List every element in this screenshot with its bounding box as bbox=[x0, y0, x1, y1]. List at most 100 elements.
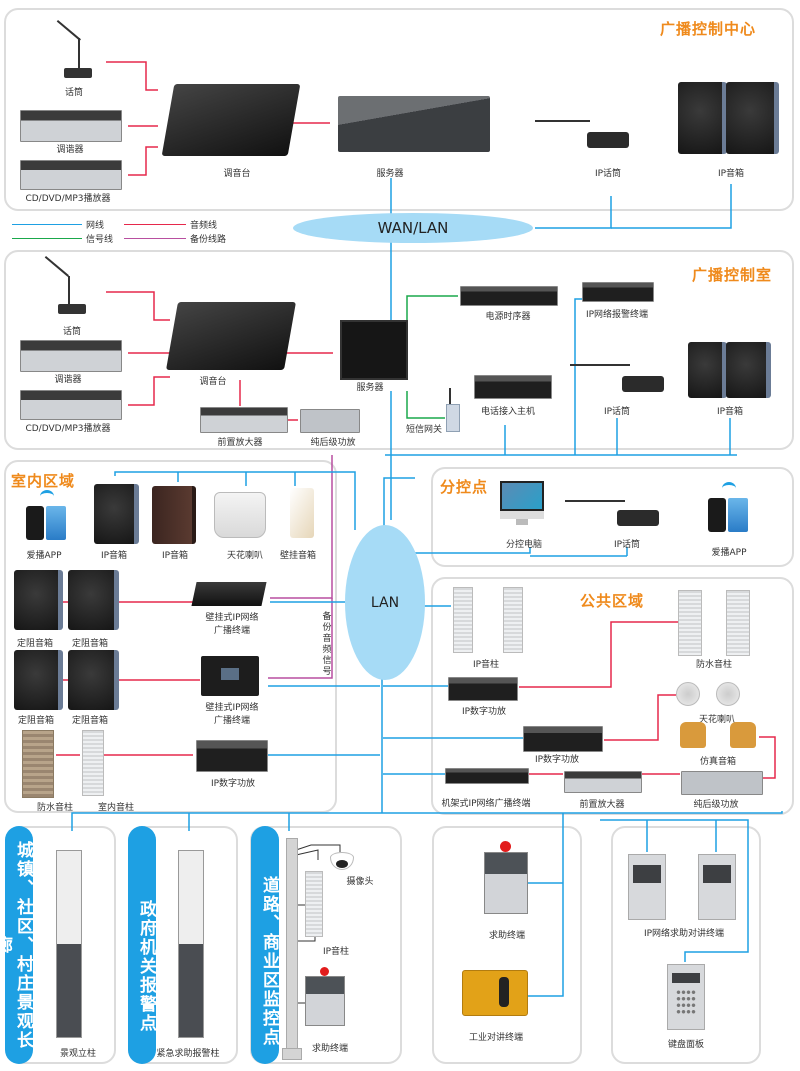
label-preamp: 前置放大器 bbox=[217, 438, 263, 448]
zone-title-gov: 政府机关报警点 bbox=[128, 826, 156, 1064]
server-monitor-icon bbox=[340, 320, 408, 380]
wall-terminal-icon bbox=[191, 582, 267, 606]
alarm-terminal-icon bbox=[582, 282, 654, 302]
label-ip-amp: IP数字功放 bbox=[210, 779, 256, 789]
label-cd: CD/DVD/MP3播放器 bbox=[25, 194, 111, 204]
rack-terminal-icon bbox=[445, 768, 529, 784]
label-server: 服务器 bbox=[376, 169, 404, 179]
ip-speaker-icon bbox=[688, 342, 727, 398]
sms-gateway-icon bbox=[446, 388, 460, 432]
label-fixed-4: 定阻音箱 bbox=[71, 716, 109, 726]
ceiling-speaker-icon bbox=[214, 492, 266, 538]
tuner-icon bbox=[20, 340, 122, 372]
panel-help bbox=[432, 826, 582, 1064]
lan-cloud: LAN bbox=[345, 525, 425, 680]
mixer-icon bbox=[166, 302, 296, 370]
label-phone-host: 电话接入主机 bbox=[480, 407, 536, 417]
zone-title-road: 道路、商业区监控点 bbox=[251, 826, 279, 1064]
ip-column-icon bbox=[503, 587, 523, 653]
intercom-panel-icon bbox=[698, 854, 736, 920]
emergency-pillar-icon bbox=[178, 850, 204, 1038]
keypad-panel-icon bbox=[667, 964, 705, 1030]
fixed-speaker-icon bbox=[68, 650, 119, 710]
label-mixer: 调音台 bbox=[199, 377, 227, 387]
label-fixed-1: 定阻音箱 bbox=[16, 639, 54, 649]
ip-speaker-icon bbox=[726, 82, 779, 154]
label-pc: 分控电脑 bbox=[505, 540, 543, 550]
label-sim-speaker: 仿真音箱 bbox=[699, 757, 737, 767]
ip-speaker-icon bbox=[726, 342, 771, 398]
legend-audio: 音频线 bbox=[124, 218, 217, 231]
intercom-panel-icon bbox=[628, 854, 666, 920]
ip-speaker-icon bbox=[678, 82, 727, 154]
ip-speaker-icon bbox=[94, 484, 139, 544]
microphone-icon bbox=[44, 256, 96, 318]
label-ip-amp-1: IP数字功放 bbox=[461, 707, 507, 717]
ceiling-speaker-icon bbox=[676, 682, 700, 706]
network-lines bbox=[71, 178, 783, 997]
pole-base-icon bbox=[282, 1048, 302, 1060]
label-ip-amp-2: IP数字功放 bbox=[534, 755, 580, 765]
legend-signal: 信号线 bbox=[12, 232, 113, 245]
app-icon bbox=[26, 490, 70, 542]
waterproof-column-icon bbox=[726, 590, 750, 656]
simulated-rock-speaker-icon bbox=[680, 722, 706, 748]
label-mic: 话筒 bbox=[64, 88, 84, 98]
audio-lines-indoor bbox=[56, 601, 200, 756]
fixed-speaker-icon bbox=[14, 650, 63, 710]
signal-lines bbox=[406, 295, 458, 419]
ceiling-speaker-icon bbox=[716, 682, 740, 706]
label-industrial-intercom: 工业对讲终端 bbox=[468, 1033, 524, 1043]
title-broadcast-room: 广播控制室 bbox=[692, 266, 773, 284]
help-terminal-icon bbox=[305, 967, 345, 1026]
zone-title-town: 城镇、社区、村庄景观长廊 bbox=[0, 826, 33, 1064]
label-intercom: IP网络求助对讲终端 bbox=[643, 929, 725, 939]
fixed-speaker-icon bbox=[68, 570, 119, 630]
desktop-computer-icon bbox=[500, 481, 544, 527]
label-ip-speaker-1: IP音箱 bbox=[100, 551, 128, 561]
title-indoor: 室内区域 bbox=[11, 472, 76, 490]
preamp-icon bbox=[564, 771, 642, 793]
label-cd: CD/DVD/MP3播放器 bbox=[25, 424, 111, 434]
label-app: 爱播APP bbox=[711, 548, 747, 558]
label-ceiling: 天花喇叭 bbox=[698, 715, 736, 725]
label-waterproof-col: 防水音柱 bbox=[36, 803, 74, 813]
label-ip-mic: IP话筒 bbox=[594, 169, 622, 179]
simulated-rock-speaker-icon bbox=[730, 722, 756, 748]
ip-mic-icon bbox=[570, 356, 670, 396]
title-broadcast-center: 广播控制中心 bbox=[660, 20, 757, 38]
label-ip-mic: IP话筒 bbox=[603, 407, 631, 417]
label-help-terminal: 求助终端 bbox=[311, 1044, 349, 1054]
label-landscape-pillar: 景观立柱 bbox=[59, 1049, 97, 1059]
legend-backup: 备份线路 bbox=[124, 232, 226, 245]
ip-amp-icon bbox=[523, 726, 603, 752]
label-power-seq: 电源时序器 bbox=[485, 312, 531, 322]
label-mixer: 调音台 bbox=[223, 169, 251, 179]
label-tuner: 调谐器 bbox=[56, 145, 84, 155]
preamp-icon bbox=[200, 407, 288, 433]
label-server: 服务器 bbox=[356, 383, 384, 393]
ip-speaker-wood-icon bbox=[152, 486, 196, 544]
label-backup-signal: 备份音频信号 bbox=[322, 612, 332, 677]
label-power-amp: 纯后级功放 bbox=[310, 438, 356, 448]
title-branch: 分控点 bbox=[440, 478, 489, 496]
lan-label: LAN bbox=[370, 594, 400, 611]
wan-lan-label: WAN/LAN bbox=[377, 219, 449, 237]
signal-line-swatch bbox=[12, 237, 82, 240]
audio-lines-center bbox=[106, 61, 330, 176]
label-ip-col: IP音柱 bbox=[472, 660, 500, 670]
label-fixed-3: 定阻音箱 bbox=[17, 716, 55, 726]
wall-speaker-icon bbox=[290, 488, 314, 538]
mixer-icon bbox=[161, 84, 301, 156]
waterproof-column-icon bbox=[22, 730, 54, 798]
landscape-pillar-icon bbox=[56, 850, 82, 1038]
ip-mic-icon bbox=[565, 496, 665, 530]
label-ip-speaker: IP音箱 bbox=[716, 407, 744, 417]
label-indoor-col: 室内音柱 bbox=[97, 803, 135, 813]
waterproof-column-icon bbox=[678, 590, 702, 656]
title-public: 公共区域 bbox=[580, 592, 645, 610]
backup-lines bbox=[268, 455, 333, 679]
wan-lan-cloud: WAN/LAN bbox=[293, 213, 533, 243]
label-ip-col: IP音柱 bbox=[322, 947, 350, 957]
